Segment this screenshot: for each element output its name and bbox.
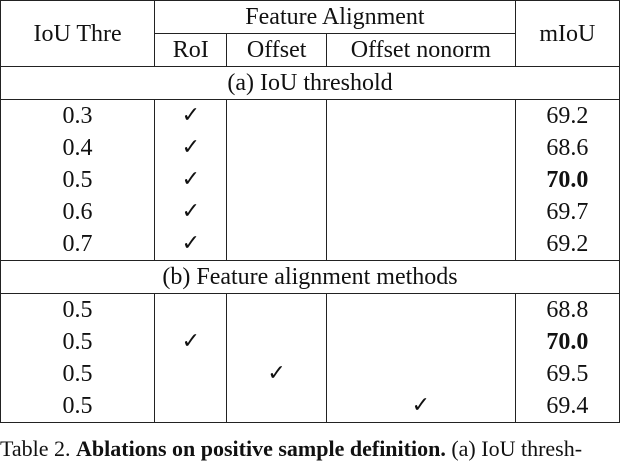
cell-offset — [226, 390, 327, 423]
cell-iou-threshold: 0.3 — [0, 99, 156, 132]
cell-offset-nonorm — [326, 196, 516, 228]
table-row: 0.5✓ 70.0 — [0, 164, 621, 196]
cell-offset — [226, 326, 327, 358]
cell-roi — [154, 390, 228, 423]
cell-offset-nonorm — [326, 132, 516, 164]
cell-iou-threshold: 0.5 — [0, 390, 156, 423]
section-title-row: (b) Feature alignment methods — [0, 260, 620, 294]
cell-roi: ✓ — [154, 228, 228, 261]
cell-offset-nonorm: ✓ — [326, 390, 516, 423]
cell-miou: 69.5 — [515, 358, 621, 390]
header-feature-alignment: Feature Alignment — [154, 0, 516, 34]
cell-offset — [226, 132, 327, 164]
cell-offset-nonorm — [326, 228, 516, 261]
ablation-table: IoU Thre Feature Alignment mIoU RoI Offs… — [0, 0, 621, 423]
cell-offset: ✓ — [226, 358, 327, 390]
cell-iou-threshold: 0.5 — [0, 293, 156, 326]
cell-iou-threshold: 0.5 — [0, 326, 156, 358]
section-title: (a) IoU threshold — [0, 66, 620, 100]
cell-offset-nonorm — [326, 358, 516, 390]
cell-offset — [226, 99, 327, 132]
cell-miou: 69.2 — [515, 228, 621, 261]
table-row: 0.5✓ 70.0 — [0, 326, 621, 358]
caption-bold: Ablations on positive sample definition. — [76, 436, 446, 461]
header-offset: Offset — [226, 33, 327, 67]
cell-roi: ✓ — [154, 99, 228, 132]
cell-offset — [226, 164, 327, 196]
table-row: 0.5 ✓69.4 — [0, 390, 621, 423]
table-row: 0.4✓ 68.6 — [0, 132, 621, 164]
cell-roi: ✓ — [154, 326, 228, 358]
header-roi: RoI — [154, 33, 228, 67]
cell-offset-nonorm — [326, 293, 516, 326]
cell-iou-threshold: 0.5 — [0, 358, 156, 390]
header-offset-nonorm: Offset nonorm — [326, 33, 516, 67]
cell-miou: 69.7 — [515, 196, 621, 228]
cell-offset-nonorm — [326, 326, 516, 358]
header-row-2: RoI Offset Offset nonorm — [1, 33, 620, 67]
header-miou: mIoU — [515, 0, 621, 67]
cell-iou-threshold: 0.7 — [0, 228, 156, 261]
table-row: 0.5 68.8 — [0, 293, 621, 326]
cell-offset — [226, 293, 327, 326]
cell-miou: 70.0 — [515, 164, 621, 196]
cell-offset-nonorm — [326, 164, 516, 196]
cell-offset-nonorm — [326, 99, 516, 132]
caption-prefix: Table 2. — [0, 436, 77, 461]
table-row: 0.3✓ 69.2 — [0, 99, 621, 132]
cell-roi — [154, 293, 228, 326]
table-caption: Table 2. Ablations on positive sample de… — [0, 436, 582, 462]
table-body: IoU Thre Feature Alignment mIoU RoI Offs… — [0, 0, 621, 423]
cell-roi: ✓ — [154, 164, 228, 196]
header-row-1: IoU Thre Feature Alignment mIoU — [0, 0, 621, 67]
cell-iou-threshold: 0.4 — [0, 132, 156, 164]
cell-iou-threshold: 0.5 — [0, 164, 156, 196]
table-row: 0.5 ✓ 69.5 — [0, 358, 621, 390]
cell-miou: 68.8 — [515, 293, 621, 326]
header-iou-threshold: IoU Thre — [0, 0, 156, 67]
table-row: 0.7✓ 69.2 — [0, 228, 621, 261]
section-title-row: (a) IoU threshold — [0, 66, 620, 100]
cell-roi: ✓ — [154, 196, 228, 228]
section-title: (b) Feature alignment methods — [0, 260, 620, 294]
cell-roi: ✓ — [154, 132, 228, 164]
cell-roi — [154, 358, 228, 390]
cell-offset — [226, 228, 327, 261]
table-row: 0.6✓ 69.7 — [0, 196, 621, 228]
caption-rest: (a) IoU thresh- — [445, 436, 583, 461]
cell-miou: 68.6 — [515, 132, 621, 164]
cell-miou: 69.4 — [515, 390, 621, 423]
cell-miou: 69.2 — [515, 99, 621, 132]
cell-miou: 70.0 — [515, 326, 621, 358]
cell-offset — [226, 196, 327, 228]
cell-iou-threshold: 0.6 — [0, 196, 156, 228]
